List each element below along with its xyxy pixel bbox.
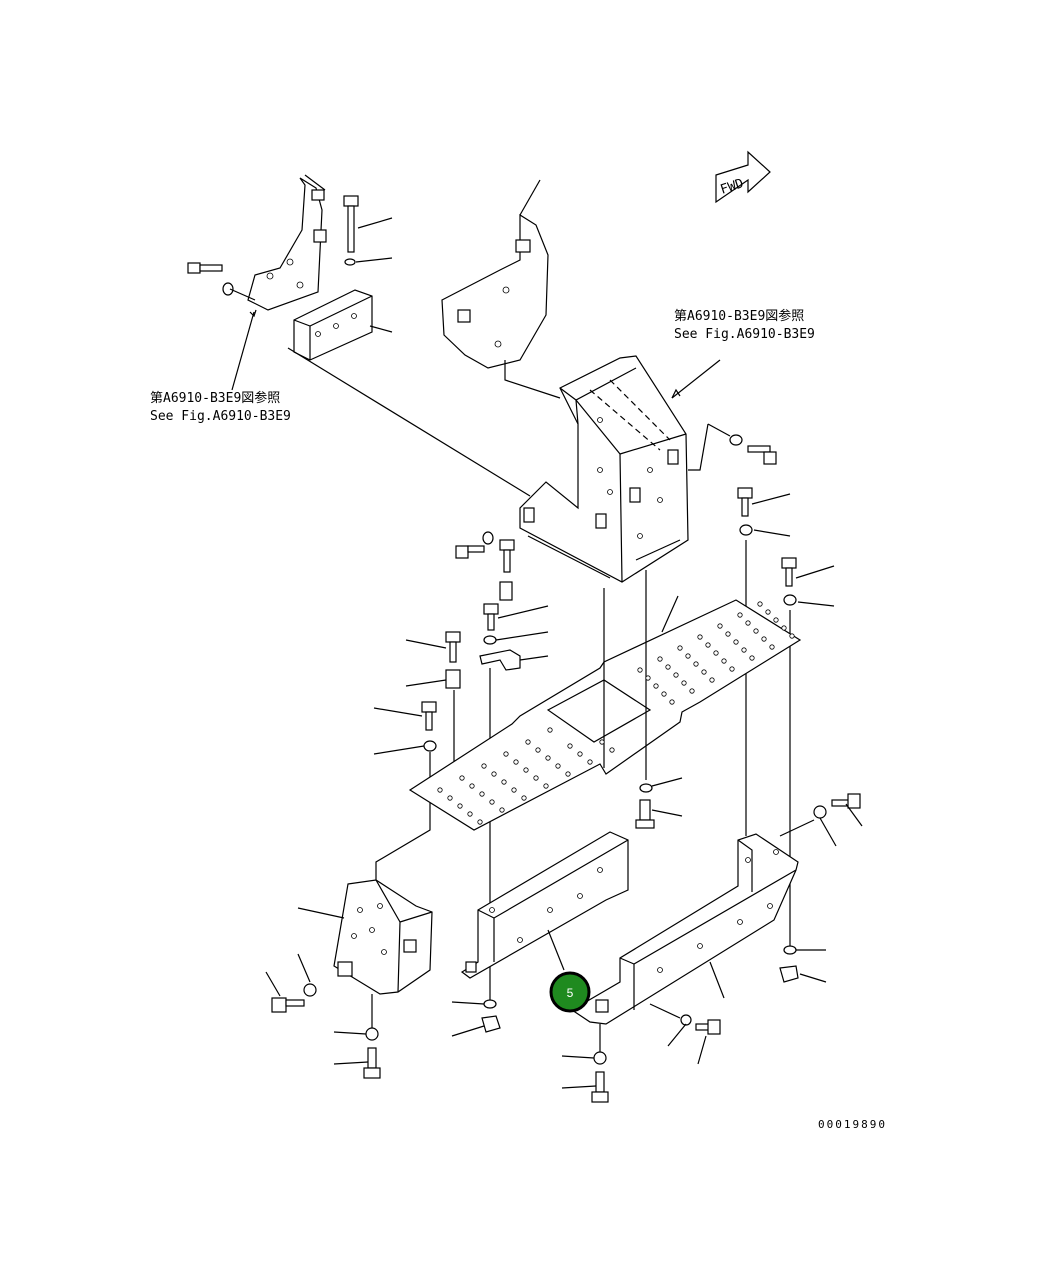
plate-hole [757,601,763,607]
callout-5-marker[interactable] [549,971,591,1013]
plate-hole [765,609,771,615]
plate-hole [769,644,775,650]
plate-hole [547,727,553,733]
plate-hole [499,807,505,813]
upper-bracket [441,179,561,399]
plate-hole [745,620,751,626]
ref-right-jp: 第A6910-B3E9図参照 [674,308,804,324]
plate-hole [705,642,711,648]
plate-hole [713,650,719,656]
plate-hole [697,634,703,640]
floor-plate [408,570,802,831]
forward-label: FWD [719,176,746,198]
plate-hole [753,628,759,634]
plate-hole [503,751,509,757]
plate-hole [565,771,571,777]
plate-hole [701,669,707,675]
plate-hole [781,625,787,631]
plate-hole [737,612,743,618]
plate-hole [513,759,519,765]
plate-hole [457,803,463,809]
plate-under-bolts [635,777,683,829]
plate-hole [673,672,679,678]
ref-left-jp: 第A6910-B3E9図参照 [150,390,280,406]
plate-hole [725,631,731,637]
plate-hole [511,787,517,793]
plate-hole [545,755,551,761]
console-tower [519,355,721,583]
plate-hole [491,771,497,777]
plate-hole [653,683,659,689]
plate-hole [467,811,473,817]
plate-hole [689,688,695,694]
left-bracket-assembly [187,174,531,497]
plate-hole [459,775,465,781]
tower-side-bolts [455,423,777,601]
floor-plate-holes [437,601,795,825]
plate-hole [665,664,671,670]
plate-hole [661,691,667,697]
plate-hole [761,636,767,642]
plate-hole [729,666,735,672]
callout-5[interactable]: 5 [549,971,591,1013]
plate-hole [685,653,691,659]
plate-hole [733,639,739,645]
plate-hole [645,675,651,681]
plate-hole [717,623,723,629]
plate-hole [587,759,593,765]
plate-hole [749,655,755,661]
lower-right-rail [561,793,863,1103]
plate-hole [533,775,539,781]
plate-hole [681,680,687,686]
plate-hole [709,677,715,683]
plate-hole [477,819,483,825]
callout-5-label: 5 [567,986,574,1000]
plate-hole [773,617,779,623]
plate-hole [525,739,531,745]
plate-hole [789,633,795,639]
drawing-number: 00019890 [818,1118,887,1131]
plate-hole [437,787,443,793]
plate-hole [501,779,507,785]
plate-hole [741,647,747,653]
plate-hole [543,783,549,789]
plate-hole [523,767,529,773]
right-bolts [737,487,835,946]
plate-hole [657,656,663,662]
plate-hole [637,667,643,673]
plate-hole [721,658,727,664]
plate-hole [555,763,561,769]
plate-hole [577,751,583,757]
plate-hole [469,783,475,789]
plate-hole [521,795,527,801]
plate-hole [693,661,699,667]
ref-right-en: See Fig.A6910-B3E9 [674,327,815,342]
forward-arrow-icon: FWD [715,150,771,204]
plate-hole [599,739,605,745]
plate-hole [609,747,615,753]
plate-hole [669,699,675,705]
plate-hole [479,791,485,797]
ref-left-en: See Fig.A6910-B3E9 [150,409,291,424]
plate-hole [447,795,453,801]
plate-hole [481,763,487,769]
plate-hole [489,799,495,805]
plate-hole [567,743,573,749]
lower-left-bracket [265,879,433,1079]
plate-hole [535,747,541,753]
lower-middle-rail [451,831,629,1037]
plate-hole [677,645,683,651]
